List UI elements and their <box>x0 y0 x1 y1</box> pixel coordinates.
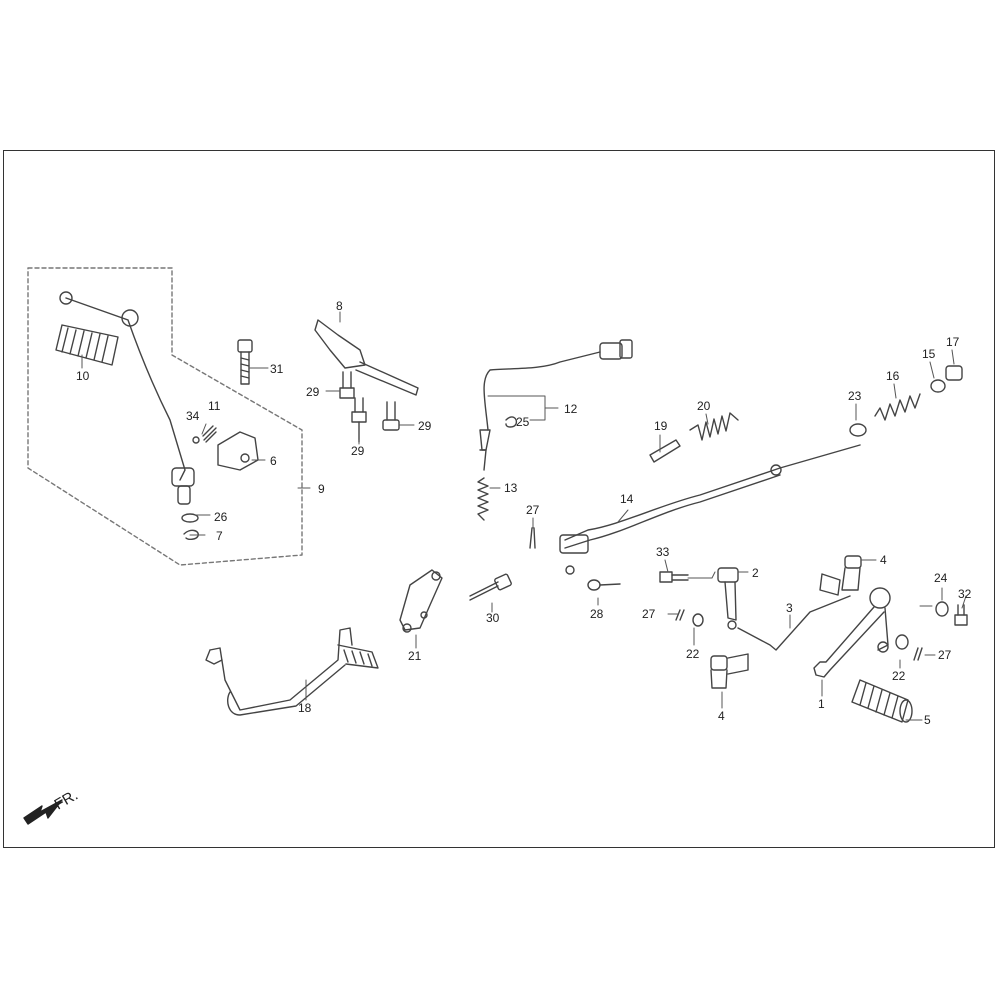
washer-22-right <box>895 634 909 650</box>
callout-21: 21 <box>408 649 422 663</box>
brake-rod <box>559 444 861 575</box>
callout-32: 32 <box>958 587 972 601</box>
brake-pedal <box>205 627 379 716</box>
ratchet <box>217 431 259 471</box>
pivot-upper <box>819 555 862 596</box>
diagram-frame <box>3 150 995 848</box>
callout-24: 24 <box>934 571 948 585</box>
callouts: 10 34 11 6 9 26 7 31 8 29 29 29 12 25 13… <box>52 299 972 813</box>
bracket <box>314 319 419 396</box>
callout-27c: 27 <box>938 648 952 662</box>
callout-1: 1 <box>818 697 825 711</box>
callout-12: 12 <box>564 402 578 416</box>
front-direction-label: FR. <box>52 787 81 814</box>
callout-29b: 29 <box>351 444 365 458</box>
kick-rubber <box>55 324 119 366</box>
circlip <box>183 529 199 541</box>
cotter-pin <box>529 527 536 549</box>
shift-arm <box>717 567 739 630</box>
bolt-33 <box>659 571 689 583</box>
callout-17: 17 <box>946 335 960 349</box>
brake-arm <box>399 569 443 633</box>
callout-28: 28 <box>590 607 604 621</box>
spring-small <box>202 425 217 443</box>
callout-27b: 27 <box>642 607 656 621</box>
callout-4a: 4 <box>880 553 887 567</box>
link-rod <box>737 595 851 651</box>
callout-20: 20 <box>697 399 711 413</box>
callout-33: 33 <box>656 545 670 559</box>
switch-cable <box>479 339 633 471</box>
pin-27-left <box>675 609 685 621</box>
callout-9: 9 <box>318 482 325 496</box>
callout-34: 34 <box>186 409 200 423</box>
collar <box>649 439 681 463</box>
spring-20 <box>689 412 739 441</box>
leader-lines <box>81 311 967 721</box>
callout-27a: 27 <box>526 503 540 517</box>
spring <box>477 477 489 521</box>
callout-7: 7 <box>216 529 223 543</box>
callout-25: 25 <box>516 415 530 429</box>
bolt-30 <box>469 573 512 601</box>
bolt <box>237 339 253 385</box>
callout-18: 18 <box>298 701 312 715</box>
callout-30: 30 <box>486 611 500 625</box>
callout-22b: 22 <box>892 669 906 683</box>
ball <box>192 436 200 444</box>
callout-11: 11 <box>208 399 221 413</box>
callout-5: 5 <box>924 713 931 727</box>
callout-16: 16 <box>886 369 900 383</box>
kick-starter-arm <box>59 291 195 505</box>
callout-14: 14 <box>620 492 634 506</box>
callout-3: 3 <box>786 601 793 615</box>
callout-22a: 22 <box>686 647 700 661</box>
callout-10: 10 <box>76 369 90 383</box>
callout-4b: 4 <box>718 709 725 723</box>
callout-29a: 29 <box>306 385 320 399</box>
foot-rubber <box>851 679 913 723</box>
washer-23 <box>849 423 867 437</box>
pin-27-right <box>913 647 923 661</box>
callout-26: 26 <box>214 510 228 524</box>
nut-17 <box>945 365 963 381</box>
front-direction-arrow <box>23 799 63 825</box>
kick-starter-group-outline <box>27 267 303 566</box>
washer-24 <box>935 601 949 617</box>
callout-13: 13 <box>504 481 518 495</box>
callout-19: 19 <box>654 419 668 433</box>
callout-8: 8 <box>336 299 343 313</box>
callout-31: 31 <box>270 362 284 376</box>
ring <box>505 416 518 428</box>
washer-22-left <box>692 613 704 627</box>
callout-6: 6 <box>270 454 277 468</box>
callout-15: 15 <box>922 347 936 361</box>
pivot-lower <box>710 653 749 689</box>
callout-2: 2 <box>752 566 759 580</box>
callout-29c: 29 <box>418 419 432 433</box>
washer <box>181 513 199 523</box>
joint-pin <box>587 579 621 591</box>
gear-lever <box>813 587 891 678</box>
callout-23: 23 <box>848 389 862 403</box>
spring-16 <box>874 393 921 421</box>
bolt-32 <box>954 604 968 626</box>
bolt-29 <box>339 371 400 443</box>
nut-15 <box>930 379 946 393</box>
